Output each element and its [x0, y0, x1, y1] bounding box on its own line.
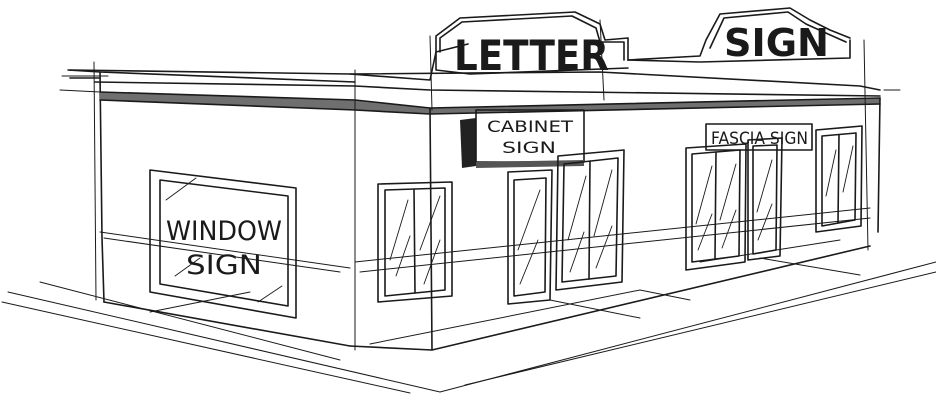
sign-crown: SIGN: [628, 8, 850, 65]
storefront-window-4: [816, 126, 862, 232]
letter-sign-text: LETTER: [454, 31, 609, 80]
storefront-door-1: [508, 170, 552, 304]
storefront-door-2: [748, 138, 782, 260]
cabinet-sign: CABINET SIGN: [460, 110, 584, 168]
cabinet-sign-line2: SIGN: [502, 138, 556, 157]
storefront-window-3: [686, 144, 746, 270]
building-front-facade: [350, 40, 880, 350]
window-sign-line2: SIGN: [186, 250, 262, 281]
storefront-window-2: [556, 150, 624, 290]
letter-sign: LETTER: [436, 12, 628, 80]
window-sign-line1: WINDOW: [166, 216, 282, 247]
sign-crown-text: SIGN: [724, 21, 829, 65]
window-sign: WINDOW SIGN: [150, 170, 296, 318]
storefront-window-1: [378, 182, 452, 302]
cabinet-sign-line1: CABINET: [487, 117, 573, 136]
